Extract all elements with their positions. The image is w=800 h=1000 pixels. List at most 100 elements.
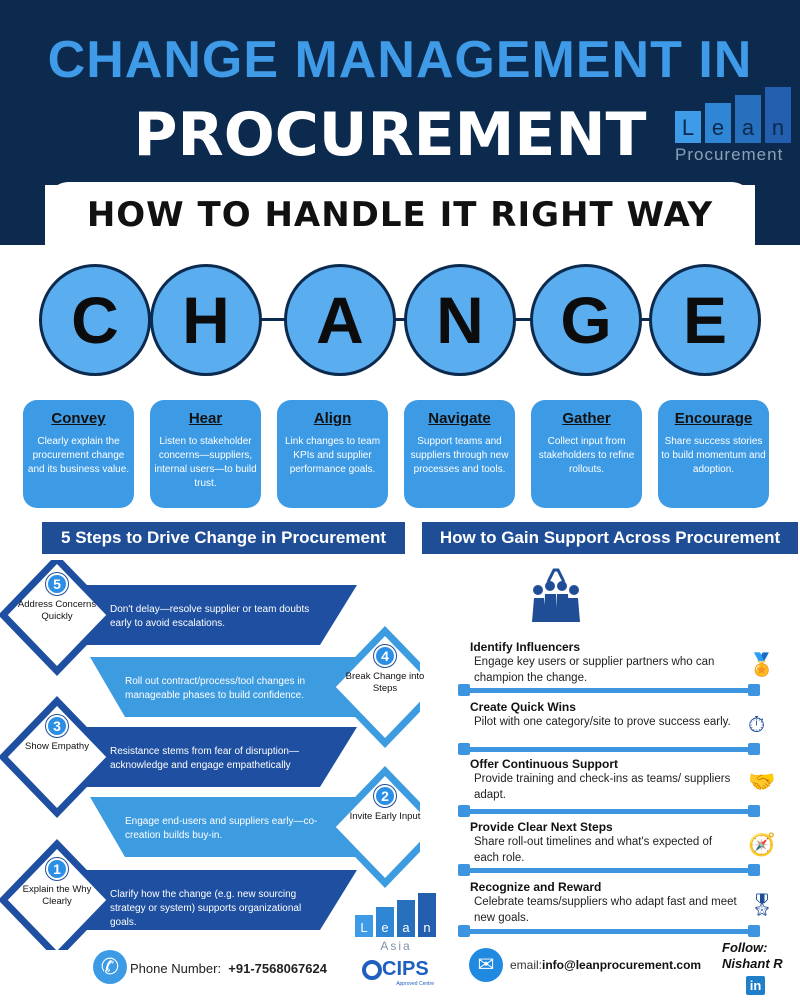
email-label: email: [510, 958, 543, 972]
connector-line [90, 318, 710, 321]
step-diamond [326, 625, 420, 749]
email-address[interactable]: info@leanprocurement.com [542, 958, 702, 972]
logo-caption: Asia [380, 939, 412, 953]
support-item-text: Celebrate teams/suppliers who adapt fast… [474, 896, 737, 924]
decor [755, 185, 800, 245]
follow-block: Follow:Nishant R [722, 940, 783, 972]
card-title: Convey [51, 410, 106, 427]
phone-contact: Phone Number: +91-7568067624 [130, 961, 327, 976]
cips-logo: CIPS Approved Centre [362, 958, 434, 987]
divider [458, 743, 760, 755]
step-band [90, 657, 390, 717]
step-label: Invite Early Input [349, 811, 421, 822]
step-band [90, 797, 390, 857]
step-label: Show Empathy [25, 741, 89, 752]
stopwatch-trophy-icon: ⏱ [748, 712, 766, 737]
step-diamond [0, 560, 116, 677]
logo-letter: a [735, 95, 761, 143]
logo-letter: n [765, 87, 791, 143]
support-item-text: Engage key users or supplier partners wh… [474, 656, 715, 684]
divider [458, 684, 760, 696]
phone-icon: ✆ [93, 950, 127, 984]
step-number-badge: 2 [374, 785, 396, 807]
change-letter-circle: A [284, 264, 396, 376]
email-icon: ✉ [469, 948, 503, 982]
cips-emblem-icon [362, 959, 382, 980]
change-letter-circle: G [530, 264, 642, 376]
support-item-text: Provide training and check-ins as teams/… [474, 773, 731, 801]
header-banner [0, 0, 800, 185]
logo-letter: L [355, 915, 373, 937]
team-icon [528, 568, 584, 624]
email-contact: email:info@leanprocurement.com [510, 958, 701, 972]
steps-diagram [0, 560, 420, 950]
logo-letter: a [397, 900, 415, 937]
divider [458, 925, 760, 937]
step-band [80, 870, 357, 930]
divider [458, 864, 760, 876]
decor [0, 185, 45, 245]
divider [458, 805, 760, 817]
card-text: Share success stories to build momentum … [661, 436, 766, 475]
logo-letter: n [418, 893, 436, 937]
support-item-text: Share roll-out timelines and what's expe… [474, 836, 713, 864]
phone-number[interactable]: +91-7568067624 [228, 961, 327, 976]
support-item-title: Offer Continuous Support [470, 757, 618, 771]
card-text: Listen to stakeholder concerns—suppliers… [154, 436, 257, 489]
handshake-icon: 🤝 [748, 769, 776, 794]
cips-text: CIPS [382, 958, 429, 980]
logo-letter: e [705, 103, 731, 143]
steps-section-header: 5 Steps to Drive Change in Procurement [42, 522, 405, 554]
support-item-title: Identify Influencers [470, 640, 581, 654]
step-diamond [326, 765, 420, 889]
change-letter-circle: N [404, 264, 516, 376]
card-title: Encourage [674, 410, 753, 427]
cips-subtext: Approved Centre [396, 981, 434, 987]
lean-procurement-logo: L e a n Procurement [675, 87, 793, 168]
influencer-icon: 🏅 [748, 652, 776, 677]
subtitle: HOW TO HANDLE IT RIGHT WAY [45, 182, 755, 244]
logo-letter: L [675, 111, 701, 143]
step-text: Engage end-users and suppliers early—co-… [125, 816, 318, 841]
compass-icon: 🧭 [748, 832, 776, 857]
step-text: Clarify how the change (e.g. new sourcin… [110, 889, 302, 928]
support-item-text: Pilot with one category/site to prove su… [474, 716, 731, 728]
card-title: Hear [188, 410, 223, 427]
step-number-badge: 1 [46, 858, 68, 880]
support-section-header: How to Gain Support Across Procurement [422, 522, 798, 554]
change-letter-circle: H [150, 264, 262, 376]
card-title: Navigate [428, 410, 491, 427]
step-number-badge: 3 [46, 715, 68, 737]
step-band [80, 727, 357, 787]
card-title: Gather [562, 410, 611, 427]
title-line1: CHANGE MANAGEMENT IN [47, 31, 753, 89]
support-item-title: Recognize and Reward [470, 880, 602, 894]
author-name: Nishant R [722, 956, 783, 971]
step-text: Roll out contract/process/tool changes i… [125, 676, 306, 701]
card-text: Clearly explain the procurement change a… [27, 436, 130, 475]
change-letter-circle: E [649, 264, 761, 376]
linkedin-icon[interactable]: in [746, 976, 765, 995]
step-diamond [0, 838, 116, 950]
step-number-badge: 5 [46, 573, 68, 595]
card-text: Support teams and suppliers through new … [410, 436, 509, 475]
step-diamond [0, 695, 116, 819]
change-letter-circle: C [39, 264, 151, 376]
logo-caption: Procurement [675, 145, 784, 164]
step-text: Resistance stems from fear of disruption… [110, 746, 299, 771]
support-item-title: Create Quick Wins [470, 700, 576, 714]
card-text: Link changes to team KPIs and supplier p… [284, 436, 381, 475]
step-band [80, 585, 357, 645]
step-text: Don't delay—resolve supplier or team dou… [110, 604, 310, 629]
title-line2: PROCUREMENT [133, 100, 647, 170]
step-label: Break Change into Steps [345, 671, 425, 694]
